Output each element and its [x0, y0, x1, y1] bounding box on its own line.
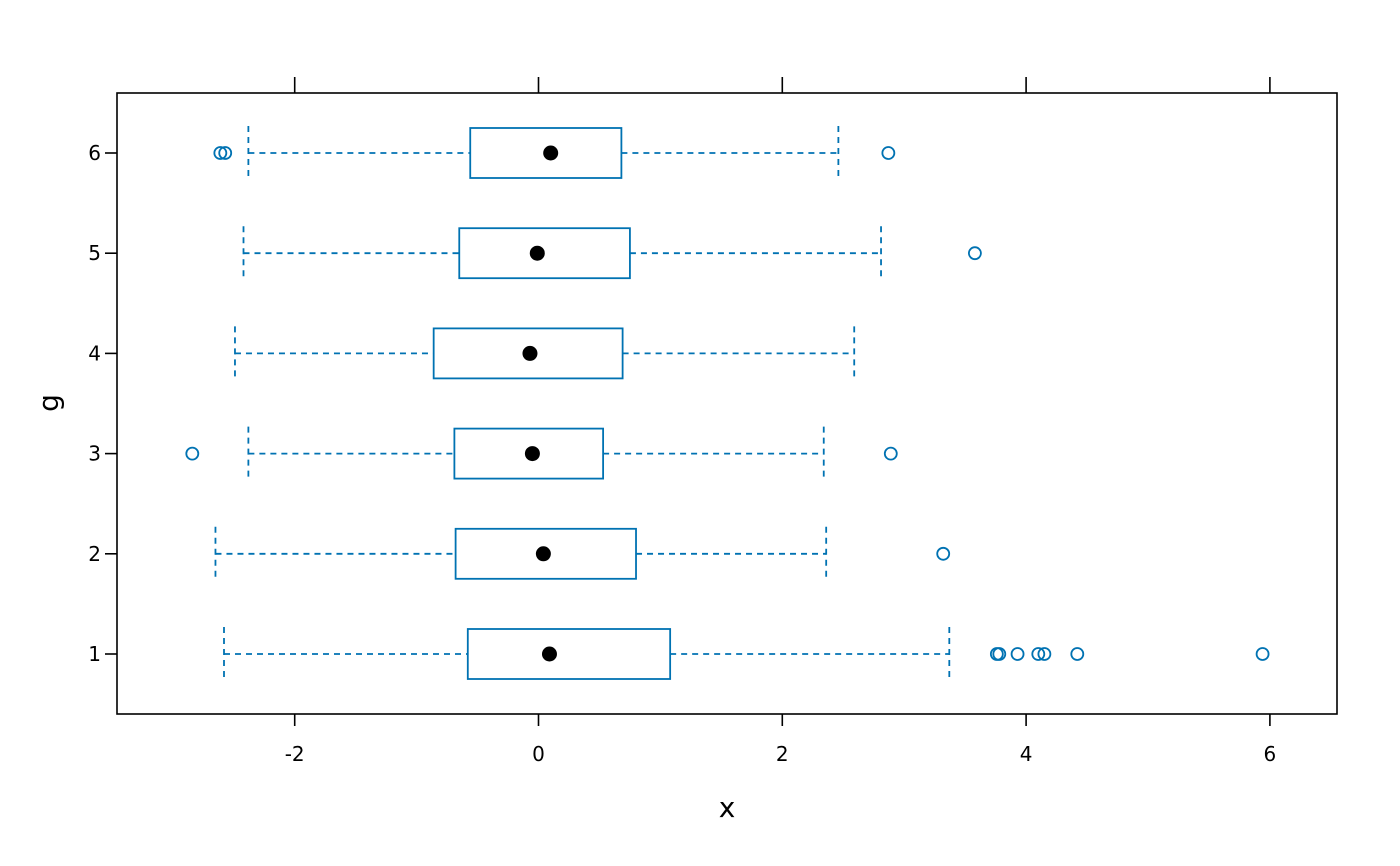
box-group-4: [234, 326, 856, 381]
box: [458, 227, 631, 280]
box: [469, 127, 623, 179]
box: [466, 628, 672, 680]
x-tick-label: 2: [776, 742, 789, 766]
x-tick-label: 4: [1020, 742, 1033, 766]
box-group-3: [185, 426, 898, 481]
box-group-1: [223, 627, 1270, 681]
outlier-point: [1255, 647, 1270, 661]
y-tick-label: 2: [88, 542, 101, 566]
outlier-point: [185, 446, 200, 461]
outlier-point: [218, 146, 233, 160]
y-tick-label: 3: [88, 442, 101, 466]
x-tick-label: 6: [1264, 742, 1277, 766]
y-tick-label: 5: [88, 241, 101, 265]
outlier-point: [992, 647, 1007, 661]
marks-layer: [185, 126, 1270, 681]
outlier-point: [1010, 647, 1025, 661]
plot-frame: [116, 92, 1338, 715]
y-tick-label: 4: [88, 341, 101, 365]
median-dot: [541, 646, 557, 662]
box: [432, 327, 624, 380]
axes-layer: -2 0 2 4 6 1 2 3 4 5 6: [88, 77, 1338, 766]
median-dot: [529, 245, 545, 261]
outlier-point: [213, 146, 228, 160]
box-group-6: [213, 126, 896, 180]
x-tick-label: 0: [532, 742, 545, 766]
box-group-2: [214, 526, 951, 581]
outlier-point: [936, 546, 951, 561]
y-tick-label: 6: [88, 141, 101, 165]
box: [453, 427, 605, 480]
outlier-point: [1070, 647, 1085, 661]
x-tick-label: -2: [285, 742, 305, 766]
y-tick-label: 1: [88, 642, 101, 666]
outlier-point: [968, 246, 982, 261]
x-axis-title: x: [719, 791, 736, 824]
median-dot: [543, 145, 559, 161]
box-group-5: [242, 226, 982, 281]
outlier-point: [883, 446, 898, 461]
median-dot: [535, 546, 551, 562]
outlier-point: [881, 146, 896, 160]
outlier-point: [1031, 647, 1046, 661]
box: [454, 527, 637, 580]
median-dot: [524, 446, 540, 462]
y-axis-title: g: [32, 394, 65, 412]
median-dot: [522, 345, 538, 361]
outlier-point: [1037, 647, 1052, 661]
